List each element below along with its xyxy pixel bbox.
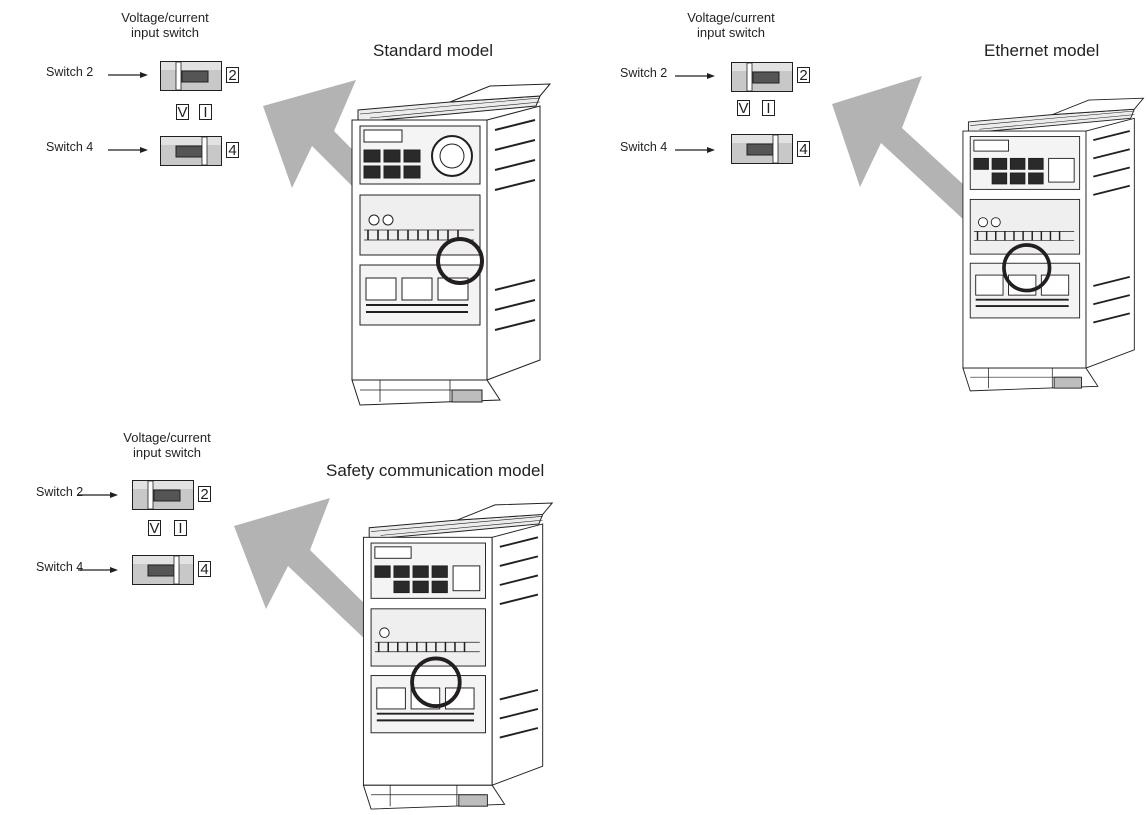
panel-ethernet-model: Voltage/current input switch Ethernet mo…: [574, 0, 1148, 410]
panel-safety-communication-model: Voltage/current input switch Safety comm…: [0, 410, 640, 815]
panel-standard-model: Voltage/current input switch Standard mo…: [0, 0, 574, 410]
inverter-drawing: [352, 498, 557, 815]
inverter-drawing: [952, 80, 1148, 410]
inverter-drawing: [340, 80, 555, 410]
